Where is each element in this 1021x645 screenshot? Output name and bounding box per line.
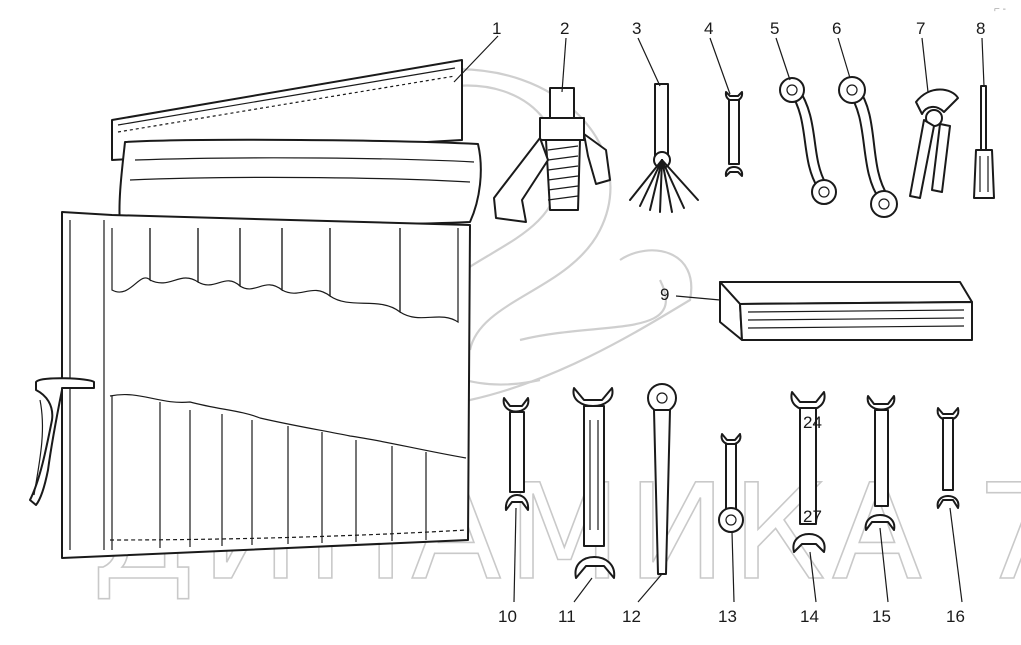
storage-case-block (719, 281, 973, 341)
combination-wrench-13 (718, 433, 744, 533)
screwdriver (973, 85, 995, 199)
wrench-size-bottom: 27 (803, 507, 822, 526)
socket-handle (647, 383, 677, 575)
label-2: 2 (560, 19, 569, 38)
bent-box-wrench-a (779, 77, 837, 205)
open-wrench-16 (936, 407, 960, 509)
label-1: 1 (492, 19, 501, 38)
bent-box-wrench-b (838, 76, 898, 218)
label-4: 4 (704, 19, 713, 38)
feeler-gauge (629, 83, 699, 213)
label-11: 11 (558, 607, 576, 626)
label-14: 14 (800, 607, 819, 626)
open-wrench-15 (864, 395, 896, 531)
puller-tool (493, 87, 611, 223)
open-wrench-11 (572, 387, 616, 579)
open-wrench-10 (502, 397, 530, 511)
leader-lines (453, 35, 985, 603)
label-5: 5 (770, 19, 779, 38)
label-10: 10 (498, 607, 517, 626)
pliers (909, 88, 959, 199)
tool-roll-bag (29, 59, 482, 559)
label-8: 8 (976, 19, 985, 38)
label-12: 12 (622, 607, 641, 626)
corner-mark: ⌐ - (994, 4, 1006, 15)
small-open-wrench (724, 91, 744, 177)
open-wrench-14: 24 27 (790, 391, 826, 553)
label-6: 6 (832, 19, 841, 38)
label-3: 3 (632, 19, 641, 38)
label-7: 7 (916, 19, 925, 38)
label-16: 16 (946, 607, 965, 626)
wrench-size-top: 24 (803, 413, 822, 432)
label-13: 13 (718, 607, 737, 626)
label-15: 15 (872, 607, 891, 626)
callout-labels: 1 2 3 4 5 6 7 8 9 10 11 12 13 14 15 16 (492, 19, 985, 626)
label-9: 9 (660, 285, 669, 304)
